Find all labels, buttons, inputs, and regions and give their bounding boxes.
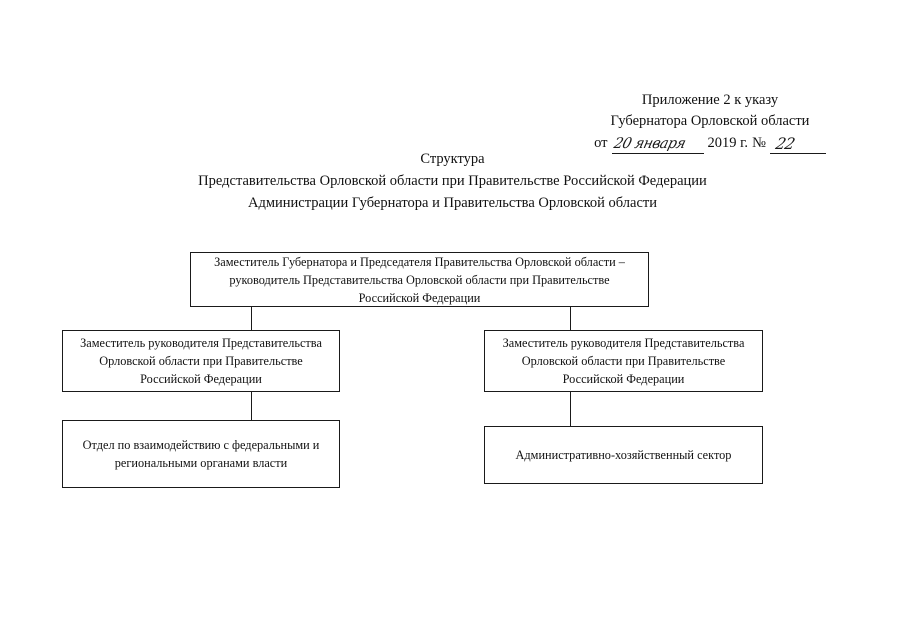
org-node-unit-right-label: Административно-хозяйственный сектор <box>515 448 732 462</box>
org-node-root: Заместитель Губернатора и Председателя П… <box>190 252 649 307</box>
org-node-unit-left-label: Отдел по взаимодействию с федеральными и… <box>82 438 320 470</box>
decree-year-label: 2019 г. <box>707 135 749 151</box>
page-title-line-1: Структура <box>420 151 485 167</box>
org-node-deputy-left-label: Заместитель руководителя Представительст… <box>80 336 322 386</box>
org-node-deputy-left: Заместитель руководителя Представительст… <box>62 330 340 392</box>
org-node-root-label: Заместитель Губернатора и Председателя П… <box>214 254 625 305</box>
org-node-deputy-right: Заместитель руководителя Представительст… <box>484 330 763 392</box>
page-title: Структура Представительства Орловской об… <box>0 148 905 214</box>
appendix-reference-line-2: Губернатора Орловской области <box>610 113 810 129</box>
document-header: Приложение 2 к указу Губернатора Орловск… <box>560 90 860 154</box>
org-node-unit-left: Отдел по взаимодействию с федеральными и… <box>62 420 340 488</box>
decree-date-line: от 20 января 2019 г. № 22 <box>560 133 860 154</box>
org-edge-root-to-deputy-right <box>570 307 572 330</box>
org-node-unit-right: Административно-хозяйственный сектор <box>484 426 763 484</box>
appendix-reference-line-1: Приложение 2 к указу <box>641 92 779 108</box>
org-edge-root-to-deputy-left <box>251 307 253 330</box>
org-edge-deputy-right-to-unit-right <box>570 392 572 426</box>
org-edge-deputy-left-to-unit-left <box>251 392 253 420</box>
handwritten-date-field: 20 января <box>611 136 704 154</box>
handwritten-number-field: 22 <box>769 135 826 154</box>
page-title-line-2: Представительства Орловской области при … <box>198 173 707 189</box>
date-prefix-label: от <box>594 135 608 151</box>
org-node-deputy-right-label: Заместитель руководителя Представительст… <box>502 336 745 386</box>
number-symbol-label: № <box>752 135 766 151</box>
page-title-line-3: Администрации Губернатора и Правительств… <box>247 195 658 211</box>
